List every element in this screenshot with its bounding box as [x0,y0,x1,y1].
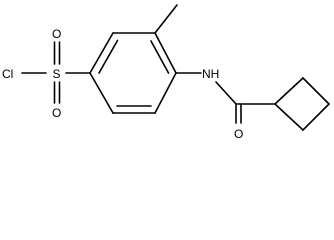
ring-bond-6 [89,72,114,114]
ring-double-2 [150,40,170,74]
ring-bond-4 [154,72,177,114]
bond-methyl [154,4,178,34]
structure-diagram: Cl S O O NH O [2,4,330,141]
cyclobutane-bond-2 [302,77,330,105]
ring-bond-1 [89,32,114,74]
atom-label-carbonyl-o: O [234,127,243,141]
cyclobutane-bond-3 [302,103,330,131]
atom-label-o-bottom: O [52,106,61,120]
atom-label-s: S [53,67,61,81]
atom-label-o-top: O [52,27,61,41]
ring-bond-3 [154,32,177,74]
bond-n-carbonyl [215,81,237,105]
atom-label-cl: Cl [2,67,13,81]
molecule-drawing: Cl S O O NH O [2,4,330,141]
atom-label-nh: NH [202,67,219,81]
ring-double-1 [98,39,119,74]
cyclobutane-bond-1 [274,77,304,105]
cyclobutane-bond-4 [274,103,304,131]
